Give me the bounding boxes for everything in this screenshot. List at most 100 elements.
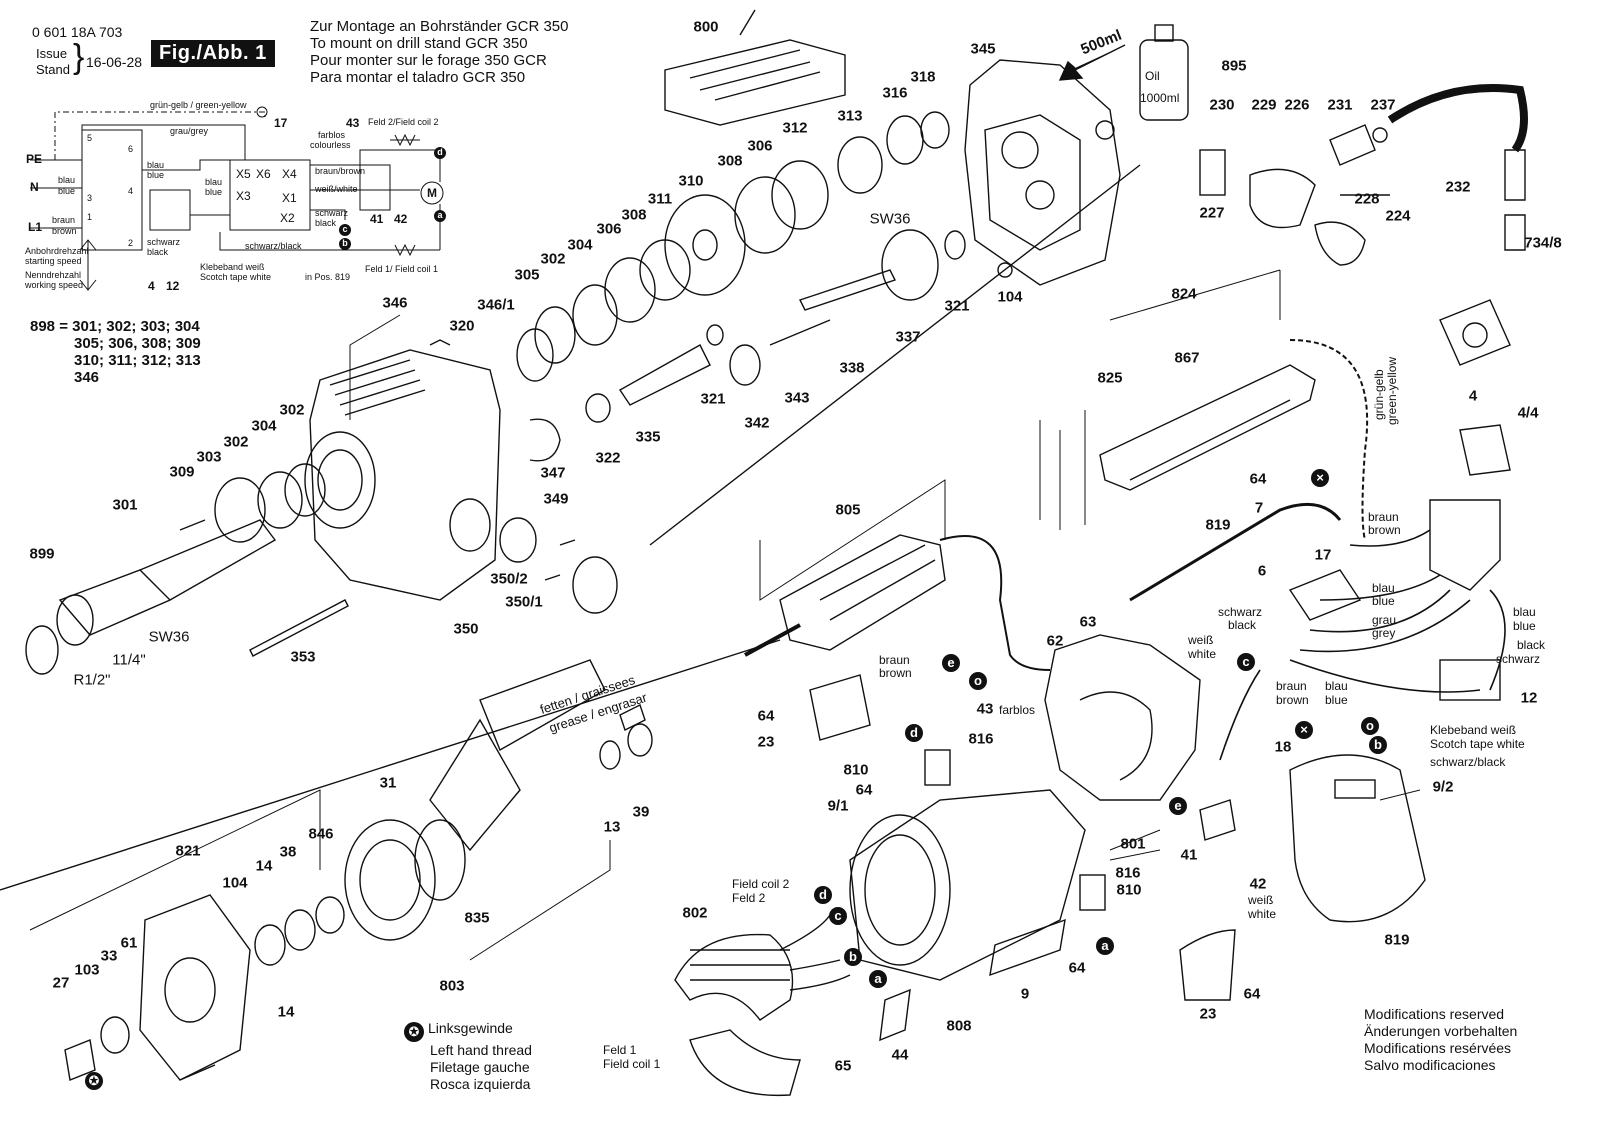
part-number: 9/2 [1432,778,1454,796]
part-number: 808 [946,1017,972,1035]
terminal-6: 6 [128,144,134,154]
wiring-feld1: Feld 1/ Field coil 1 [365,264,439,274]
part-346-housing [304,339,501,601]
switch-brown: brown [1368,523,1401,537]
part-number: 65 [834,1057,852,1075]
part-number: 304 [251,417,277,435]
part-819-cable [1129,502,1342,602]
part-number: 14 [277,1003,295,1021]
combination-line-4: 346 [74,369,100,386]
part-number: 104 [222,874,248,892]
part-number: 64 [1243,985,1261,1003]
wiring-n-blue: blue [58,186,76,196]
mount-note-de: Zur Montage an Bohrständer GCR 350 [310,18,569,35]
mods-de: Änderungen vorbehalten [1364,1023,1518,1039]
schwarz-black-label: schwarz/black [1430,755,1506,769]
mods-en: Modifications reserved [1364,1006,1505,1022]
part-number: 227 [1199,204,1225,222]
part-number: 825 [1097,369,1123,387]
part-number: 31 [379,774,397,792]
wiring-schwarz-a: schwarz [315,208,349,218]
leader-lines [29,269,1421,961]
part-number: 816 [968,730,994,748]
part-number: 350/1 [505,593,543,611]
wiring-pe: PE [26,152,43,166]
part-number: 824 [1171,285,1197,303]
part-805-cable-guard [779,534,946,651]
mount-note-en: To mount on drill stand GCR 350 [310,35,528,52]
part-number: 305 [514,266,540,284]
wiring-braun-brown: braun/brown [315,166,366,176]
switch-blue: blue [1372,594,1395,608]
part-number: 23 [757,733,775,751]
wiring-in-pos: in Pos. 819 [305,272,351,282]
switch-grau: grau [1372,613,1397,627]
switch-black: black [1228,618,1257,632]
wiring-marker-c: c [339,224,351,236]
part-number: 14 [255,857,273,875]
wiring-tape-de: Klebeband weiß [200,262,265,272]
part-number: 819 [1384,931,1410,949]
part-number: 39 [632,803,650,821]
part-number: 819 [1205,516,1231,534]
switch-blau-right: blau [1513,605,1536,619]
part-number: 312 [782,119,808,137]
part-number: 13 [603,818,621,836]
part-number: 895 [1221,57,1247,75]
part-9-2-handle-cover [1289,754,1426,923]
part-number: 810 [843,761,869,779]
part-number: 38 [279,843,297,861]
wire-marker-e: e [942,654,960,672]
terminal-4: 4 [128,186,134,196]
wiring-farblos: farblos [318,130,346,140]
legend-es: Rosca izquierda [430,1076,531,1092]
wire-marker-o2: o [1361,717,1379,735]
part-number: 61 [120,934,138,952]
part-number: 4 [1468,387,1478,405]
wiring-num-17: 17 [274,116,288,130]
tape-label-de: Klebeband weiß [1430,723,1517,737]
wiring-l1-braun: braun [52,215,76,225]
part-232-hose [1387,84,1528,153]
part-number: 316 [882,84,908,102]
wiring-speed-start-en: starting speed [25,256,82,266]
fill-arrow-icon [1058,44,1126,81]
wiring-black: black [147,247,169,257]
terminal-x2: X2 [280,211,295,225]
part-number: 899 [29,545,55,563]
brush-holder-parts [809,674,1236,1042]
oil-amount: 1000ml [1140,91,1180,105]
part-number: 229 [1251,96,1277,114]
wiring-schwarz: schwarz [147,237,181,247]
wiring-blue-2: blue [147,170,165,180]
part-number: 231 [1327,96,1353,114]
mods-es: Salvo modificaciones [1364,1057,1496,1073]
part-number: 345 [970,40,996,58]
thread-legend: ✪Linksgewinde Left hand thread Filetage … [404,1020,532,1093]
wire-marker-e2: e [1169,797,1187,815]
combination-list: 898 = 301; 302; 303; 304 305; 306, 308; … [30,318,201,386]
switch-schwarz: schwarz [1218,605,1263,619]
part-number: 800 [693,18,719,36]
switch-black-right: black [1517,638,1546,652]
terminal-3: 3 [87,193,93,203]
part-number: 322 [595,449,621,467]
part-number: 42 [1249,875,1267,893]
part-number: 816 [1115,864,1141,882]
part-number: 347 [540,464,566,482]
wire-marker-x2: × [1311,469,1329,487]
wiring-marker-a: a [434,210,446,222]
part-number: 320 [449,317,475,335]
wiring-blue-3: blue [205,187,223,197]
part-number: 835 [464,909,490,927]
switch-weiss: weiß [1188,633,1214,647]
wire-marker-d2: d [814,886,832,904]
part-number: 821 [175,842,201,860]
part-number: 308 [717,152,743,170]
legend-fr: Filetage gauche [430,1059,530,1075]
wiring-n: N [30,180,39,194]
stand-label: Stand [36,62,70,77]
document-number: 0 601 18A 703 [32,24,123,40]
terminal-x6: X6 [256,167,271,181]
